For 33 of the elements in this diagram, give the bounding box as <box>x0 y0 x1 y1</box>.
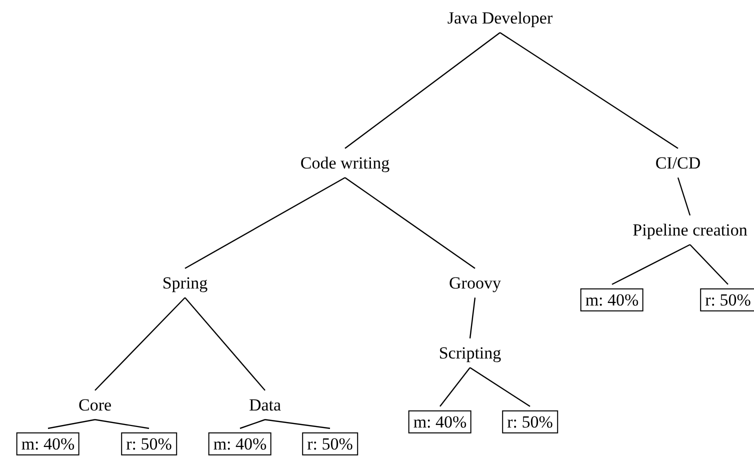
connector-line <box>94 297 186 391</box>
tree-label: Scripting <box>438 342 502 364</box>
tree-label: Groovy <box>449 272 501 294</box>
value-box: r: 50% <box>302 432 358 456</box>
connector-line <box>94 419 150 429</box>
value-box: r: 50% <box>700 288 754 312</box>
tree-label: Java Developer <box>447 7 553 29</box>
tree-label: Spring <box>162 272 208 294</box>
connector-line <box>469 298 476 338</box>
value-box: m: 40% <box>16 432 80 456</box>
connector-line <box>184 297 266 391</box>
connector-line <box>240 419 266 429</box>
connector-line <box>612 244 690 285</box>
connector-line <box>500 32 678 149</box>
tree-label: CI/CD <box>655 152 701 174</box>
tree-label: Code writing <box>300 152 390 174</box>
connector-line <box>677 177 691 216</box>
tree-label: Data <box>248 394 282 416</box>
connector-line <box>470 367 530 407</box>
tree-label: Pipeline creation <box>632 219 748 241</box>
value-box: m: 40% <box>408 410 472 434</box>
connector-line <box>264 419 330 429</box>
value-box: r: 50% <box>121 432 177 456</box>
value-box: r: 50% <box>502 410 558 434</box>
connector-line <box>344 177 476 269</box>
connector-line <box>440 367 470 407</box>
tree-label: Core <box>78 394 112 416</box>
value-box: m: 40% <box>580 288 644 312</box>
connector-line <box>344 32 500 149</box>
connector-line <box>690 244 728 285</box>
value-box: m: 40% <box>208 432 272 456</box>
connector-line <box>48 419 96 429</box>
connector-line <box>184 177 346 269</box>
